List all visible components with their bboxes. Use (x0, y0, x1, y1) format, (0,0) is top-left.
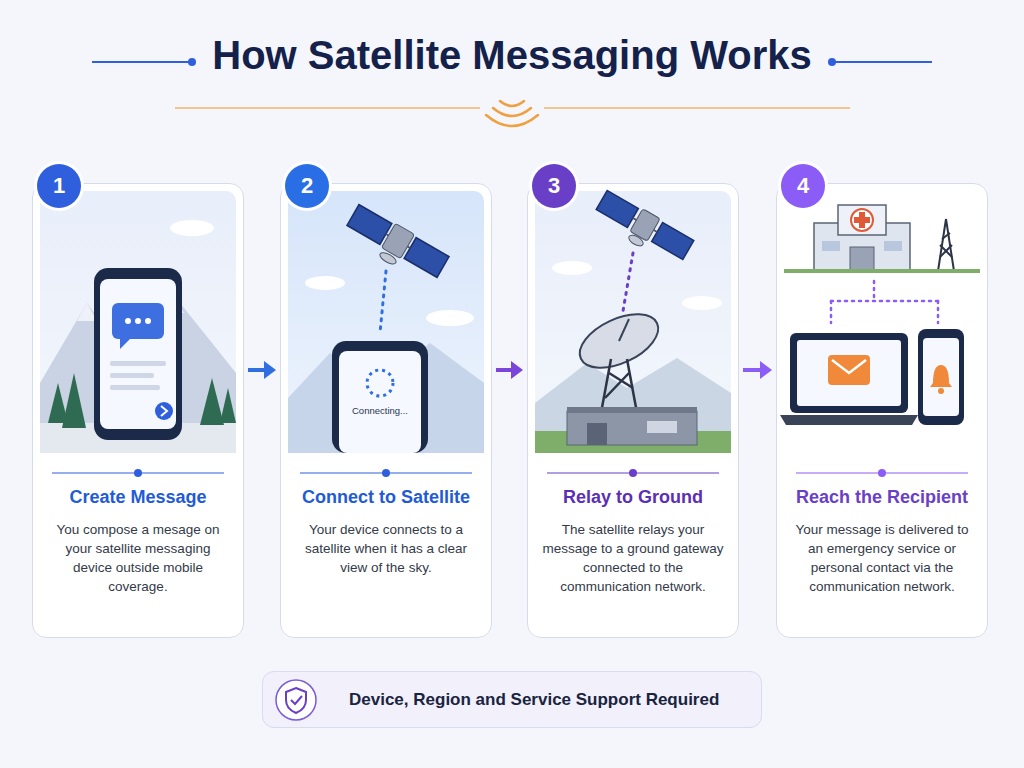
step-card: Reach the RecipientYour message is deliv… (776, 183, 988, 638)
step-number: 1 (53, 173, 65, 199)
arrow-head (760, 361, 772, 379)
step-heading: Connect to Satellite (287, 487, 485, 508)
flow-arrow (743, 361, 772, 379)
step-number-badge: 2 (285, 164, 329, 208)
step-heading: Relay to Ground (534, 487, 732, 508)
flow-arrow (248, 361, 276, 379)
step-number-badge: 4 (781, 164, 825, 208)
step-description: Your message is delivered to an emergenc… (791, 520, 973, 597)
step-description: Your device connects to a satellite when… (295, 520, 477, 577)
step-number: 2 (301, 173, 313, 199)
step-description: You compose a mesage on your satellite m… (47, 520, 229, 597)
step-number: 3 (548, 173, 560, 199)
step-number-badge: 1 (37, 164, 81, 208)
step-card: Relay to GroundThe satellite relays your… (527, 183, 739, 638)
step-number: 4 (797, 173, 809, 199)
step-heading: Create Message (39, 487, 237, 508)
title: How Satellite Messaging Works (0, 33, 1024, 78)
step-card: Create MessageYou compose a mesage on yo… (32, 183, 244, 638)
arrow-line (248, 368, 266, 372)
step-number-badge: 3 (532, 164, 576, 208)
note-text: Device, Region and Service Support Requi… (349, 690, 719, 710)
step-heading: Reach the Recipient (783, 487, 981, 508)
arrow-head (511, 361, 523, 379)
step-description: The satellite relays your message to a g… (542, 520, 724, 597)
status-label: Connecting... (330, 405, 430, 416)
flow-arrow (496, 361, 523, 379)
arrow-line (496, 368, 513, 372)
note-band: Device, Region and Service Support Requi… (262, 671, 762, 728)
arrow-line (743, 368, 762, 372)
arrow-head (264, 361, 276, 379)
